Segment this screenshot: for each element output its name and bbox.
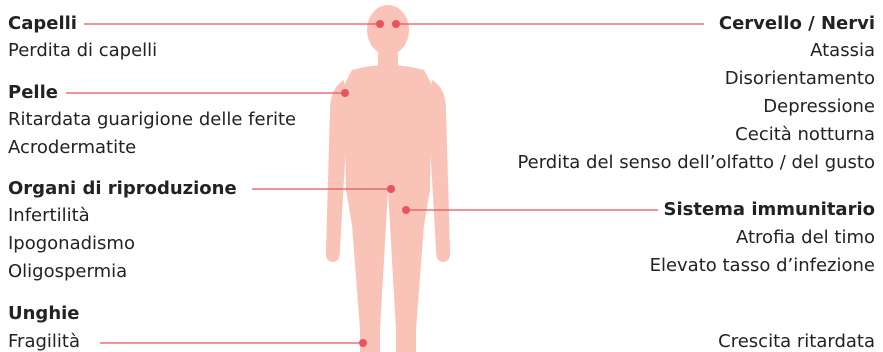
- dot-reproductive: [387, 185, 395, 193]
- reproductive-title: Organi di riproduzione: [8, 178, 237, 199]
- brain-item: Atassia: [810, 40, 875, 61]
- left-leg: [346, 190, 388, 352]
- dot-immune: [402, 206, 410, 214]
- body-silhouette: [325, 5, 451, 352]
- immune-item: Elevato tasso d’infezione: [649, 255, 875, 276]
- hair-item: Perdita di capelli: [8, 40, 158, 61]
- reproductive-item: Ipogonadismo: [8, 233, 135, 254]
- brain-title: Cervello / Nervi: [718, 13, 875, 34]
- dot-skin: [341, 89, 349, 97]
- hair-title: Capelli: [8, 13, 77, 34]
- dot-hair: [376, 20, 384, 28]
- dot-brain: [392, 20, 400, 28]
- right-arm: [429, 80, 451, 262]
- dot-nails: [359, 339, 367, 347]
- nails-title: Unghie: [8, 303, 80, 324]
- skin-item: Ritardata guarigione delle ferite: [8, 109, 297, 130]
- connector-lines: [66, 23, 704, 344]
- head: [367, 5, 409, 55]
- brain-item: Cecità notturna: [735, 124, 875, 145]
- reproductive-item: Oligospermia: [8, 261, 128, 282]
- growth-item: Crescita ritardata: [718, 331, 875, 352]
- skin-title: Pelle: [8, 82, 58, 103]
- brain-item: Disorientamento: [724, 68, 875, 89]
- skin-item: Acrodermatite: [8, 137, 137, 158]
- right-leg: [388, 190, 430, 352]
- torso: [344, 65, 432, 192]
- immune-title: Sistema immunitario: [663, 199, 875, 220]
- nails-item: Fragilità: [8, 331, 80, 352]
- immune-item: Atrofia del timo: [736, 227, 875, 248]
- reproductive-item: Infertilità: [8, 205, 90, 226]
- brain-item: Perdita del senso dell’olfatto / del gus…: [517, 152, 875, 173]
- brain-item: Depressione: [763, 96, 875, 117]
- marker-dots: [341, 20, 410, 347]
- left-arm: [325, 80, 347, 262]
- neck: [378, 50, 398, 68]
